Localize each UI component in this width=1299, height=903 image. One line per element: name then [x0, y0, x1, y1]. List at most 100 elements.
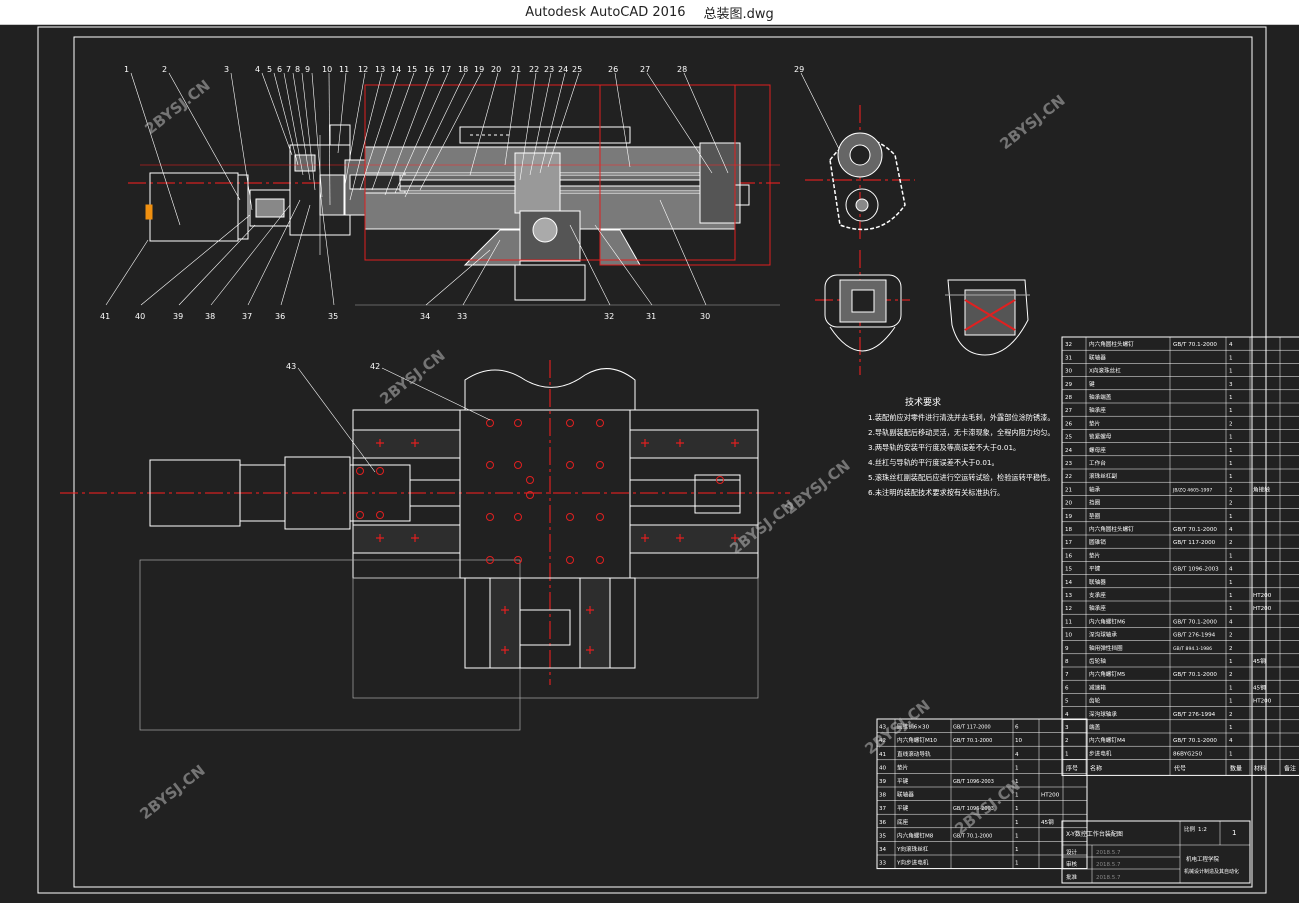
rail-bolt: [411, 439, 419, 447]
bolt-hole: [486, 513, 494, 521]
balloon-number: 24: [558, 65, 568, 74]
balloon-number: 43: [286, 362, 296, 371]
bom-cell: 17: [1065, 540, 1073, 546]
balloon-number: 11: [339, 65, 349, 74]
leader-line: [529, 72, 552, 176]
balloon-number: 9: [305, 65, 310, 74]
rail-bolt: [731, 439, 739, 447]
bolt-hole: [526, 491, 534, 499]
balloon-number: 26: [608, 65, 618, 74]
tech-requirements: 技术要求 1.装配前应对零件进行清洗并去毛刺，外露部位涂防锈漆。2.导轨副装配后…: [868, 396, 1055, 497]
bom-cell: 45钢: [1041, 818, 1054, 826]
balloon-number: 34: [420, 312, 430, 321]
bom-cell: 2: [1229, 501, 1233, 507]
y-rail-left: [489, 577, 521, 669]
bom-cell: 垫片: [897, 763, 909, 771]
bom-cell: GB/T 276-1994: [1173, 633, 1216, 639]
bom-cell: 直线滚动导轨: [897, 750, 931, 758]
gear-hatch-2: [319, 174, 345, 216]
bolt-hole: [514, 556, 522, 564]
bom-cell: 底座: [897, 818, 909, 826]
y-nut: [519, 609, 571, 646]
bom-cell: 1: [1229, 725, 1233, 731]
leader-line: [384, 72, 432, 196]
bolt-hole: [596, 419, 604, 427]
bolt-hole: [716, 476, 724, 484]
rail-bolt: [501, 646, 509, 654]
plan-end-block: [694, 474, 741, 514]
bom-cell: 滚珠丝杠副: [1089, 472, 1117, 480]
bom-cell: 2: [1229, 487, 1233, 493]
bom-cell: 16: [1065, 553, 1073, 559]
tech-req-item: 1.装配前应对零件进行清洗并去毛刺，外露部位涂防锈漆。: [868, 413, 1055, 422]
y-rail-right: [579, 577, 611, 669]
bom-cell: 6: [1065, 685, 1069, 691]
bolt-hole: [596, 461, 604, 469]
leader-line: [247, 199, 301, 306]
bom-cell: 4: [1229, 527, 1233, 533]
bom-cell: 45钢: [1253, 657, 1266, 665]
leader-line: [210, 204, 291, 306]
bom-cell: 平键: [897, 777, 909, 785]
bom-cell: 43: [879, 725, 887, 731]
bom-cell: 轴承座: [1089, 604, 1106, 612]
leader-line: [178, 224, 256, 306]
balloon-number: 13: [375, 65, 385, 74]
leader-line: [462, 239, 501, 306]
bom-cell: 37: [879, 806, 887, 812]
balloon-number: 4: [255, 65, 260, 74]
rail-bolt: [676, 534, 684, 542]
end-bearing-block: [699, 142, 741, 224]
watermark-text: 2BYSJ.CN: [141, 76, 213, 138]
leader-line: [646, 72, 713, 174]
check-label: 审核: [1066, 860, 1078, 868]
side-view-nut: [945, 279, 1030, 356]
bom-cell: 4: [1015, 752, 1019, 758]
red-outline: [364, 84, 736, 261]
bolt-hole: [514, 513, 522, 521]
nut-outline: [947, 279, 1029, 356]
bom-cell: 垫片: [1089, 419, 1101, 427]
bom-cell: 1: [1229, 580, 1233, 586]
bom-cell: 1: [1229, 699, 1233, 705]
rail-bolt: [676, 439, 684, 447]
balloon-number: 6: [277, 65, 282, 74]
leader-line: [349, 72, 383, 201]
bom-cell: 42: [879, 738, 886, 744]
bom-cell: Y向滚珠丝杠: [896, 845, 929, 853]
leader-line: [404, 72, 466, 198]
leader-line: [614, 72, 631, 168]
gear-upper-hub: [849, 144, 871, 166]
balloon-number: 3: [224, 65, 229, 74]
bom-cell: 1: [1229, 355, 1233, 361]
document-title: 总装图.dwg: [703, 6, 774, 22]
bom-cell: 1: [1229, 514, 1233, 520]
scale-value: 1:2: [1198, 827, 1207, 833]
balloon-number: 17: [441, 65, 451, 74]
bolt-hole: [566, 461, 574, 469]
balloon-number: 32: [604, 312, 614, 321]
rail-bolt: [586, 606, 594, 614]
rail-bolt: [376, 439, 384, 447]
bom-cell: 减速箱: [1089, 683, 1106, 691]
bom-cell: X向滚珠丝杠: [1089, 367, 1121, 375]
bom-cell: GB/T 70.1-2000: [953, 738, 992, 744]
bom-cell: 1: [1229, 435, 1233, 441]
dimension-box-2: [352, 577, 759, 699]
bom-header-cell: 数量: [1230, 764, 1242, 772]
leader-line: [419, 72, 482, 191]
bom-cell: 25: [1065, 435, 1073, 441]
bom-cell: 1: [1065, 751, 1069, 757]
bom-cell: 步进电机: [1089, 749, 1112, 757]
bom-cell: 挡圈: [1089, 499, 1101, 507]
bom-cell: 轴承端盖: [1089, 393, 1112, 401]
drawing-name: X-Y数控工作台装配图: [1066, 830, 1123, 838]
leader-line: [319, 189, 335, 306]
bom-cell: 2: [1229, 633, 1233, 639]
bom-cell: 4: [1229, 619, 1233, 625]
leader-line: [381, 367, 491, 421]
plan-bolts: [356, 419, 739, 654]
